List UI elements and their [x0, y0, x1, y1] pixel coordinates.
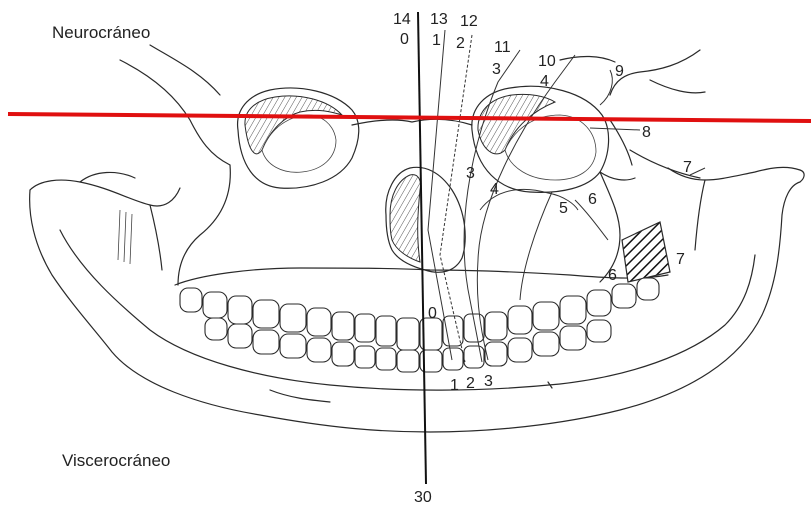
label-4-mid: 4	[490, 181, 499, 198]
label-5: 5	[559, 200, 568, 217]
tooth	[612, 284, 636, 308]
label-3-bottom: 3	[484, 373, 493, 390]
left-zygomatic	[80, 172, 162, 270]
midline-bottom-label: 30	[414, 489, 432, 506]
tooth	[332, 342, 354, 366]
tooth	[355, 314, 375, 342]
hatched-region	[622, 222, 670, 282]
tooth	[533, 302, 559, 330]
tooth	[280, 304, 306, 332]
tooth	[228, 324, 252, 348]
skull-outline	[30, 45, 805, 432]
midline-top-label-0: 0	[400, 31, 409, 48]
red-reference-line	[8, 114, 811, 121]
nasal-bridge	[352, 119, 472, 125]
label-3-top: 3	[492, 61, 501, 78]
tooth	[587, 290, 611, 316]
tooth	[376, 348, 396, 370]
left-ramus-shade	[118, 210, 132, 264]
midline-top-label-14: 14	[393, 11, 411, 28]
tooth	[637, 278, 659, 300]
cranial-left	[120, 60, 230, 165]
tooth	[180, 288, 202, 312]
left-orbit-shading	[245, 96, 342, 154]
left-maxilla	[178, 165, 230, 285]
label-3-mid: 3	[466, 165, 475, 182]
label-1-top: 1	[432, 32, 441, 49]
label-8: 8	[642, 124, 651, 141]
label-2-bottom: 2	[466, 375, 475, 392]
label-6-lower: 6	[608, 267, 617, 284]
leader-7	[690, 168, 705, 175]
tooth	[508, 306, 532, 334]
tooth	[253, 300, 279, 328]
tooth	[228, 296, 252, 324]
tooth	[485, 342, 507, 366]
label-2-top: 2	[456, 35, 465, 52]
tooth	[280, 334, 306, 358]
cranial-right	[610, 50, 705, 95]
tooth	[587, 320, 611, 342]
right-maxilla	[600, 172, 620, 282]
label-11: 11	[494, 39, 511, 56]
tooth	[355, 346, 375, 368]
nasal-shading	[390, 175, 421, 262]
tooth	[376, 316, 396, 346]
neurocranium-label: Neurocráneo	[52, 23, 150, 42]
label-12: 12	[460, 13, 478, 30]
label-4-top: 4	[540, 73, 549, 90]
label-6-upper: 6	[588, 191, 597, 208]
label-0-teeth: 0	[428, 305, 437, 322]
tooth	[443, 348, 463, 370]
tooth	[560, 296, 586, 324]
leader-9	[600, 70, 612, 105]
cranial-left-2	[150, 45, 220, 95]
viscerocranium-label: Viscerocráneo	[62, 451, 170, 470]
tooth	[205, 318, 227, 340]
chin-line	[270, 390, 330, 402]
tooth	[397, 350, 419, 372]
tooth	[253, 330, 279, 354]
midline-axis	[418, 12, 426, 484]
tooth	[307, 338, 331, 362]
tooth	[307, 308, 331, 336]
tooth	[533, 332, 559, 356]
label-7-hatch: 7	[676, 251, 685, 268]
tooth	[332, 312, 354, 340]
label-7-right: 7	[683, 159, 692, 176]
tooth	[485, 312, 507, 340]
tooth	[397, 318, 419, 350]
left-condyle	[30, 180, 180, 206]
label-10: 10	[538, 53, 556, 70]
label-9: 9	[615, 63, 624, 80]
tooth	[508, 338, 532, 362]
label-1-bottom: 1	[450, 377, 459, 394]
tooth	[560, 326, 586, 350]
cranial-top-right	[560, 56, 615, 62]
tooth	[203, 292, 227, 318]
label-13: 13	[430, 11, 448, 28]
